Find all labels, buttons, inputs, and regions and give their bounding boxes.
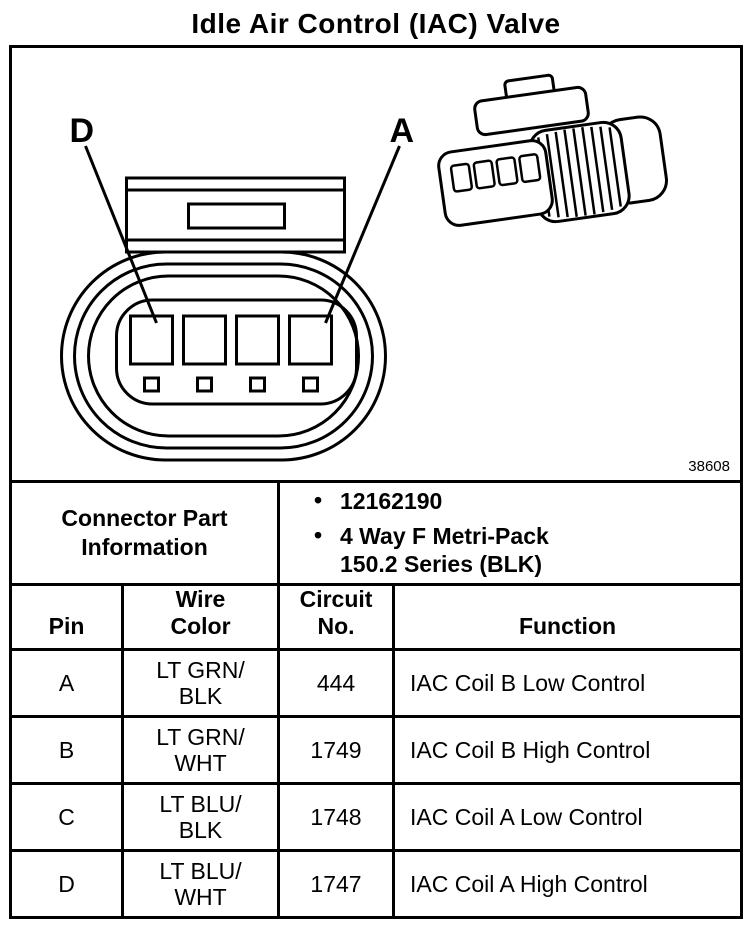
table-row: A LT GRN/ BLK 444 IAC Coil B Low Control (12, 651, 740, 718)
table-row: B LT GRN/ WHT 1749 IAC Coil B High Contr… (12, 718, 740, 785)
connector-cavity (115, 298, 358, 406)
circuit-no-cell: 444 (280, 651, 395, 715)
table-row: D LT BLU/ WHT 1747 IAC Coil A High Contr… (12, 852, 740, 916)
page-title: Idle Air Control (IAC) Valve (191, 8, 561, 39)
connector-part-info-label: Connector Part Information (12, 483, 280, 583)
connector-face-diagram: D A (60, 73, 668, 462)
bullet-icon: • (314, 486, 323, 513)
connector-part-info-values: • 12162190 • 4 Way F Metri-Pack 150.2 Se… (280, 483, 740, 583)
connector-type-item: • 4 Way F Metri-Pack 150.2 Series (BLK) (314, 522, 604, 580)
part-number: 12162190 (340, 487, 443, 514)
function-cell: IAC Coil A High Control (410, 870, 648, 897)
pin-leader-lines (84, 145, 401, 324)
function-cell: IAC Coil B Low Control (410, 669, 646, 696)
part-number-item: • 12162190 (314, 487, 604, 516)
bullet-icon: • (314, 521, 323, 548)
pin-cell: D (12, 852, 124, 916)
connector-3d-view (437, 73, 668, 227)
header-circuit-no: Circuit No. (280, 586, 395, 648)
pin-label-a: A (390, 112, 415, 150)
pin-cell: B (12, 718, 124, 782)
wire-color-cell: LT GRN/ BLK (124, 651, 280, 715)
table-row: C LT BLU/ BLK 1748 IAC Coil A Low Contro… (12, 785, 740, 852)
pin-label-d: D (70, 112, 95, 150)
connector-info-panel: D A (9, 45, 743, 919)
circuit-no-cell: 1747 (280, 852, 395, 916)
header-pin: Pin (12, 586, 124, 648)
pin-cell: C (12, 785, 124, 849)
connector-lock-tab (125, 176, 346, 254)
wire-color-cell: LT BLU/ BLK (124, 785, 280, 849)
connector-type: 4 Way F Metri-Pack 150.2 Series (BLK) (340, 522, 549, 578)
pinout-table-header: Pin Wire Color Circuit No. Function (12, 586, 740, 651)
function-cell: IAC Coil A Low Control (410, 803, 643, 830)
figure-number: 38608 (688, 458, 730, 475)
circuit-no-cell: 1748 (280, 785, 395, 849)
connector-part-info-row: Connector Part Information • 12162190 • … (12, 483, 740, 586)
header-function: Function (518, 612, 617, 639)
function-cell: IAC Coil B High Control (410, 736, 651, 763)
connector-diagram-area: D A (12, 48, 740, 483)
pin-cell: A (12, 651, 124, 715)
wire-color-cell: LT BLU/ WHT (124, 852, 280, 916)
circuit-no-cell: 1749 (280, 718, 395, 782)
header-wire-color: Wire Color (124, 586, 280, 648)
wire-color-cell: LT GRN/ WHT (124, 718, 280, 782)
